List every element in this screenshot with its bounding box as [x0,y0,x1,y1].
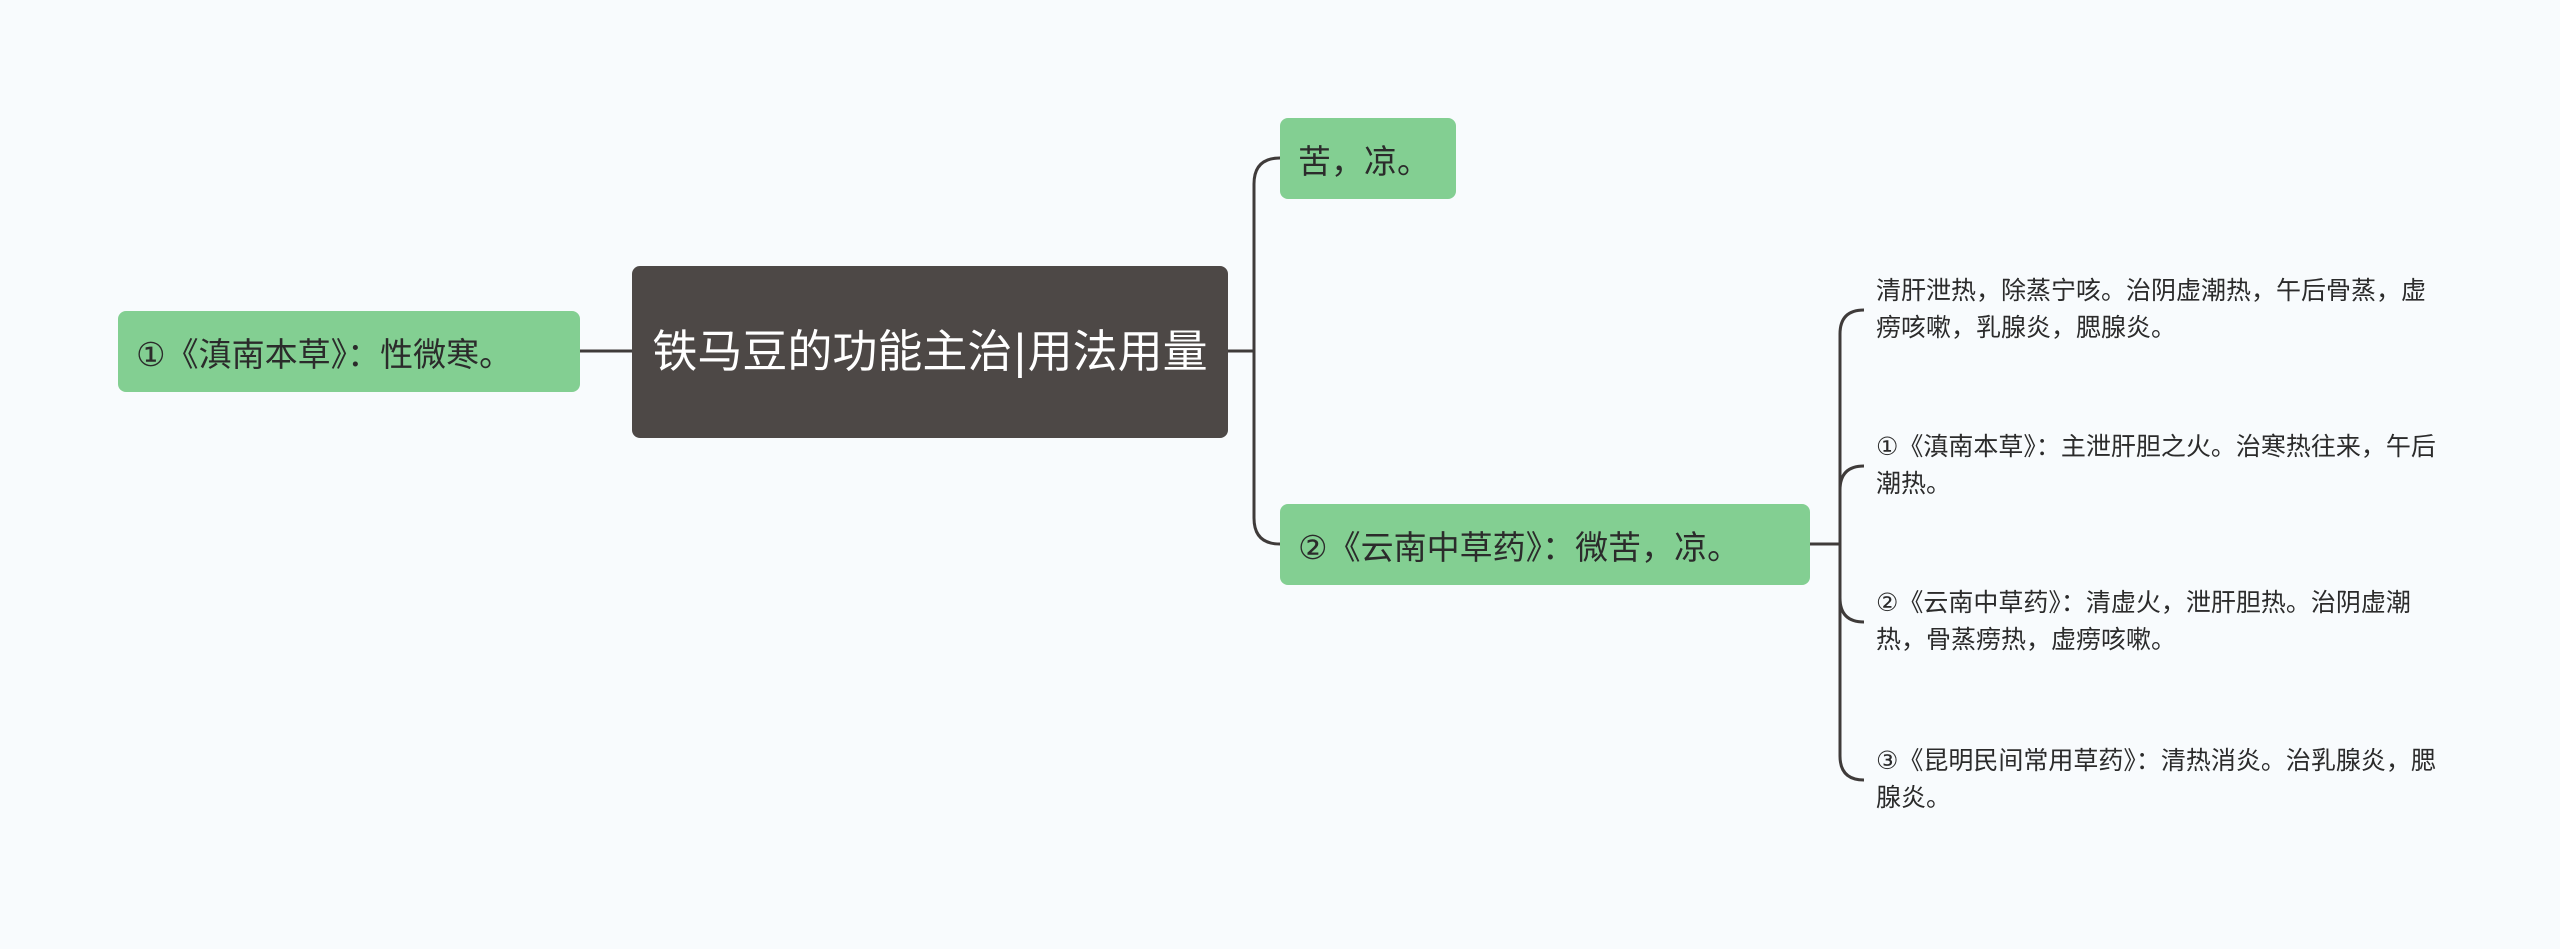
leaf-text-3: ②《云南中草药》：清虚火，泄肝胆热。治阴虚潮热，骨蒸痨热，虚痨咳嗽。 [1876,588,2411,654]
connector-leaf-3 [1838,597,1865,624]
connector-right-fork [1252,156,1281,546]
leaf-text-4: ③《昆明民间常用草药》：清热消炎。治乳腺炎，腮腺炎。 [1876,746,2436,812]
branch-node-right-2[interactable]: ②《云南中草药》：微苦，凉。 [1280,504,1810,585]
leaf-text-1: 清肝泄热，除蒸宁咳。治阴虚潮热，午后骨蒸，虚痨咳嗽，乳腺炎，腮腺炎。 [1876,276,2427,342]
leaf-text-2: ①《滇南本草》：主泄肝胆之火。治寒热往来，午后潮热。 [1876,432,2436,498]
leaf-node-1[interactable]: 清肝泄热，除蒸宁咳。治阴虚潮热，午后骨蒸，虚痨咳嗽，乳腺炎，腮腺炎。 [1876,272,2436,348]
connector-leaf-2 [1838,464,1865,491]
root-node[interactable]: 铁马豆的功能主治|用法用量 [632,266,1228,438]
branch-label-left: ①《滇南本草》：性微寒。 [136,334,513,374]
branch-label-right-2: ②《云南中草药》：微苦，凉。 [1298,527,1741,567]
leaf-node-2[interactable]: ①《滇南本草》：主泄肝胆之火。治寒热往来，午后潮热。 [1876,428,2436,504]
leaf-node-4[interactable]: ③《昆明民间常用草药》：清热消炎。治乳腺炎，腮腺炎。 [1876,742,2436,818]
branch-node-left[interactable]: ①《滇南本草》：性微寒。 [118,311,580,392]
branch-label-right-1: 苦，凉。 [1298,141,1430,181]
leaf-node-3[interactable]: ②《云南中草药》：清虚火，泄肝胆热。治阴虚潮热，骨蒸痨热，虚痨咳嗽。 [1876,584,2436,660]
connector-leaves-fork [1838,308,1865,782]
root-title: 铁马豆的功能主治|用法用量 [652,325,1208,378]
branch-node-right-1[interactable]: 苦，凉。 [1280,118,1456,199]
